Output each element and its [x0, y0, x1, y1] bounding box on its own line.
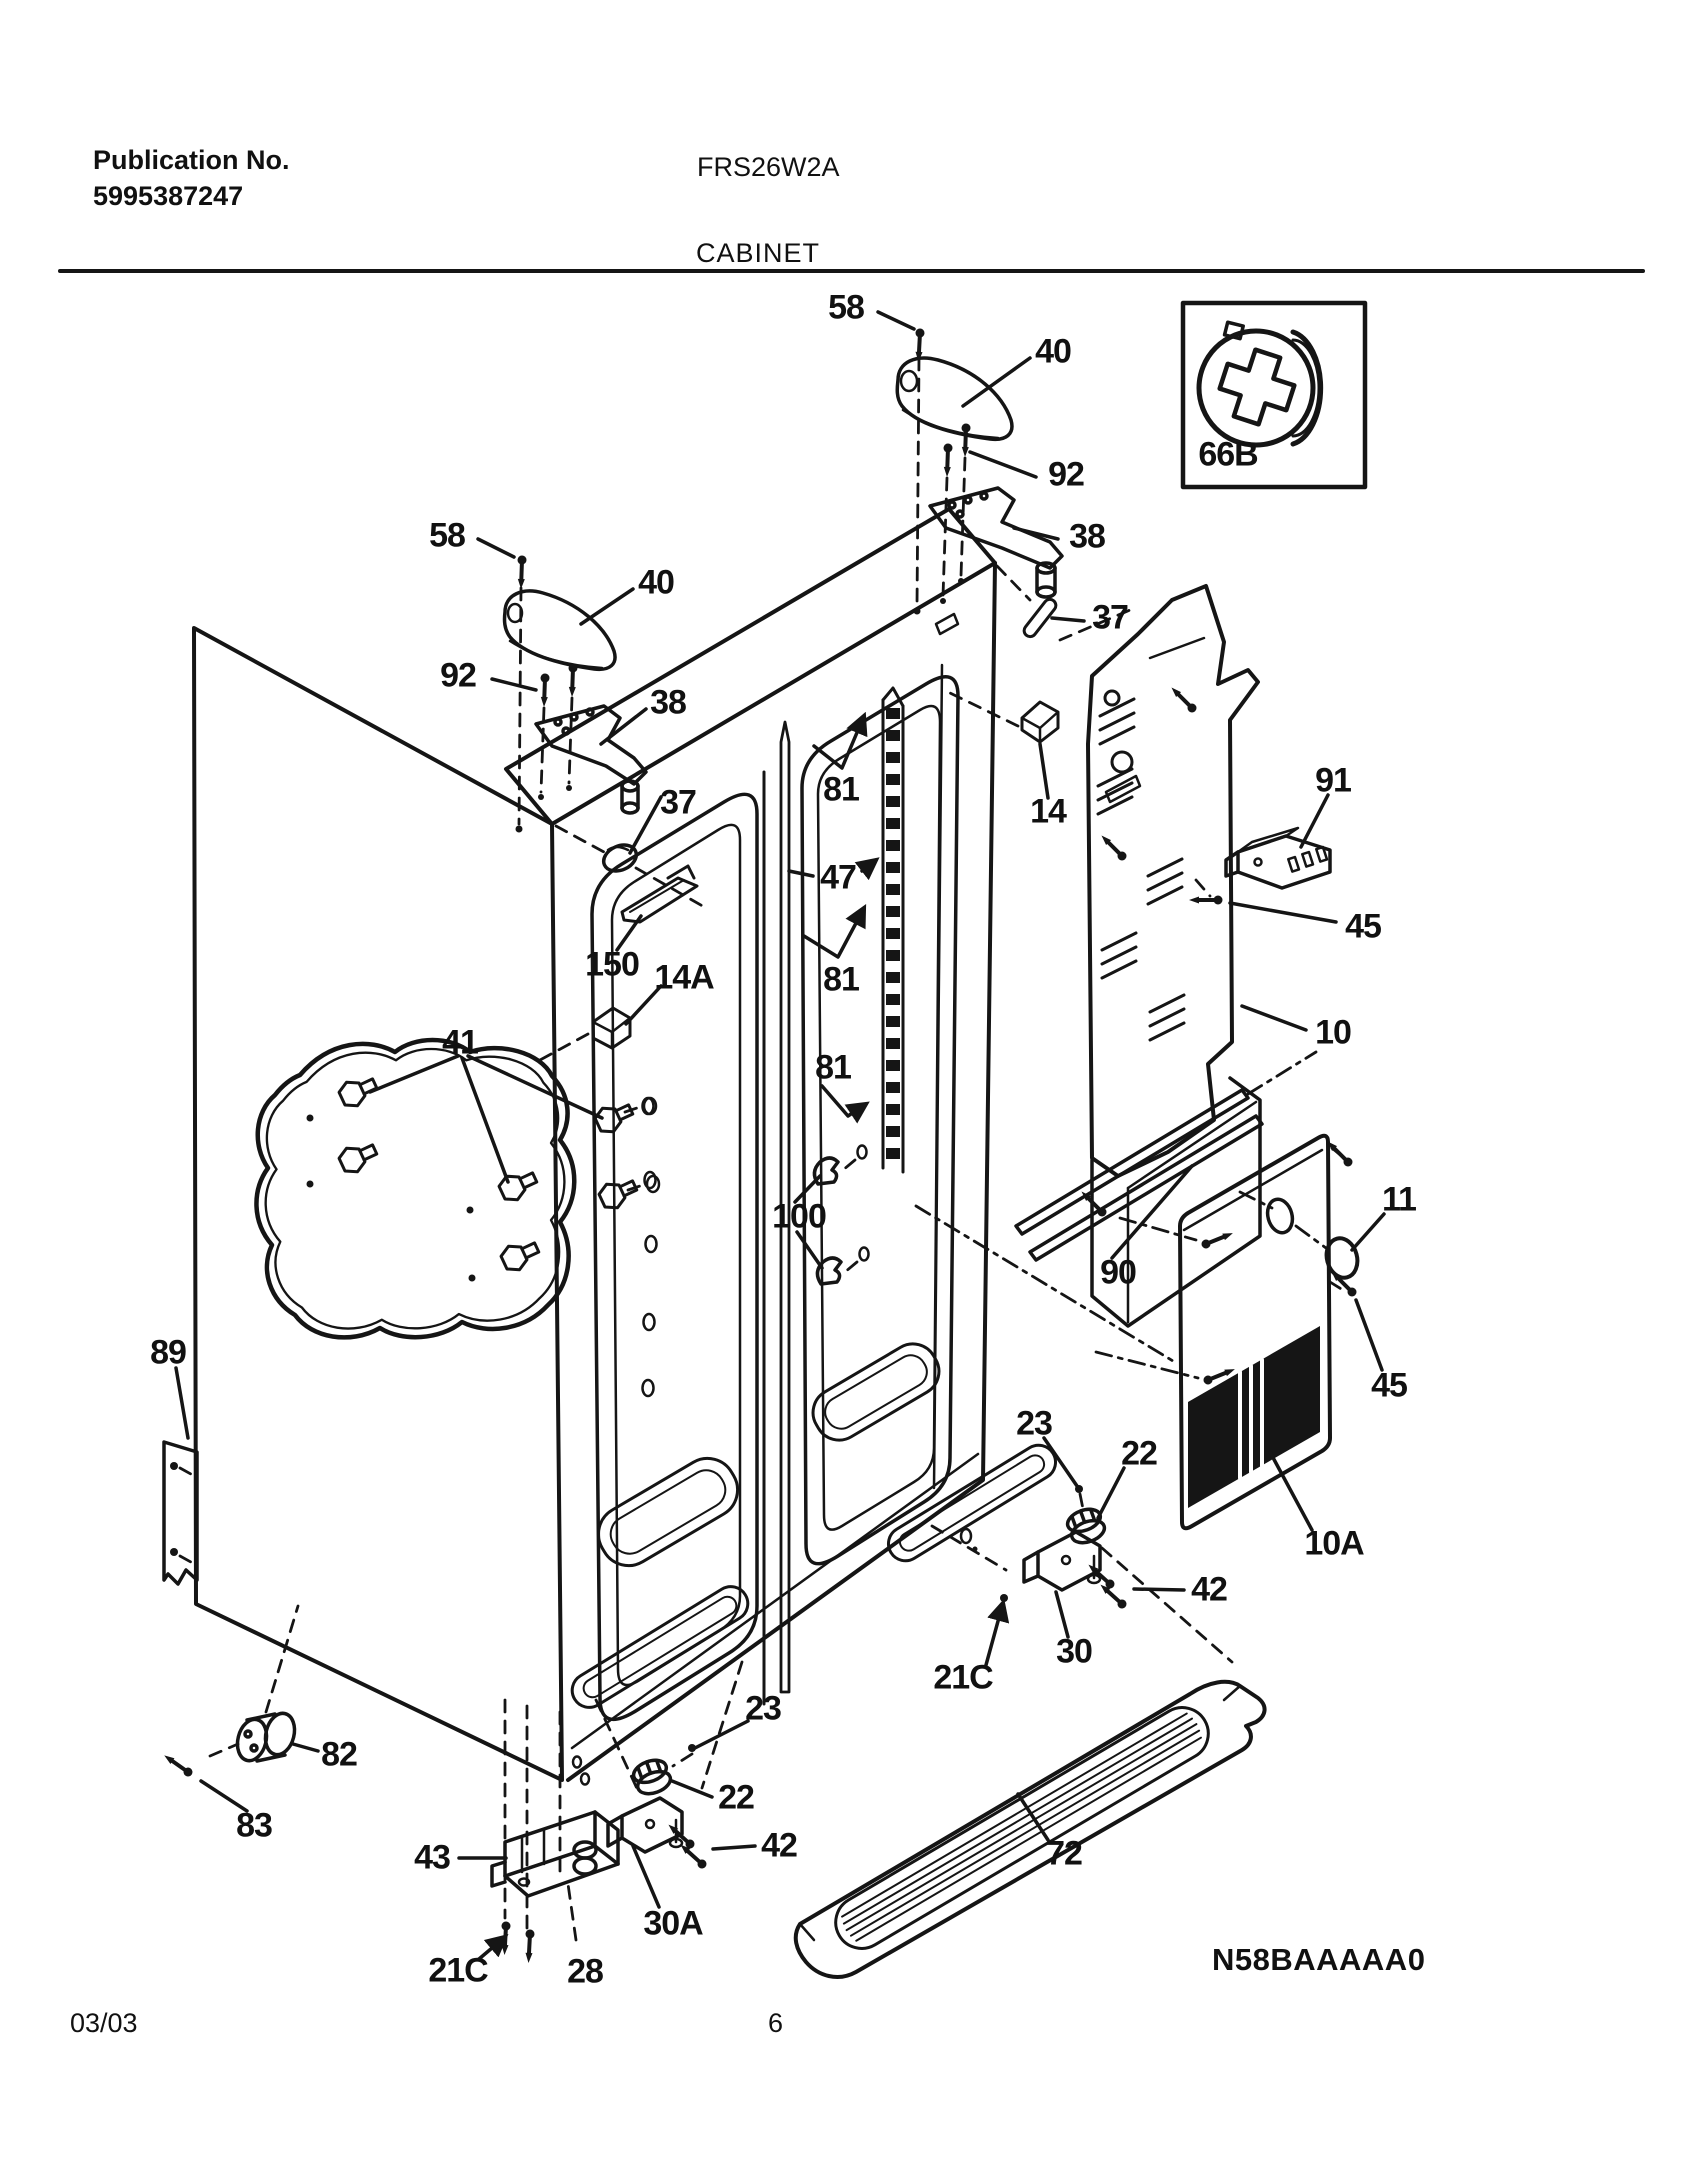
part-30a-bracket [606, 1744, 696, 1854]
part-91-bracket [1224, 826, 1332, 890]
part-38-hinge-left [534, 704, 648, 815]
part-10a-cover [1178, 1133, 1360, 1531]
callout-72: 72 [1046, 1834, 1083, 1873]
callout-89: 89 [150, 1333, 187, 1372]
screw-92-left-a [539, 673, 549, 707]
callout-150: 150 [585, 945, 640, 984]
callout-43: 43 [414, 1838, 451, 1877]
screw-92-left-b [567, 663, 577, 697]
part-30-bracket [1022, 1485, 1110, 1592]
callout-38-right: 38 [1069, 517, 1106, 556]
callout-81-bottom: 81 [815, 1048, 852, 1087]
screw-92-right-a [942, 443, 952, 477]
callout-14a: 14A [654, 958, 714, 997]
callout-30: 30 [1056, 1632, 1093, 1671]
callout-21c-left: 21C [428, 1951, 488, 1990]
screw-58-left [516, 555, 526, 589]
callout-23-left: 23 [745, 1689, 782, 1728]
screw-duct-mid [1098, 832, 1128, 862]
part-38-hinge-right [928, 486, 1064, 599]
publication-number: 5995387247 [93, 181, 244, 211]
callout-21c-right: 21C [933, 1658, 993, 1697]
part-40-hinge-cover-right [895, 356, 1014, 442]
part-37-grommet-left [601, 843, 639, 873]
publication-label: Publication No. [93, 145, 290, 175]
inset-66b-grommet [1180, 300, 1368, 490]
section-title: CABINET [695, 238, 821, 268]
part-41-insulation-pad [254, 1037, 661, 1340]
callout-66b: 66B [1198, 435, 1258, 474]
screw-28 [524, 1929, 535, 1963]
callout-92-right: 92 [1048, 455, 1085, 494]
callout-42-right: 42 [1191, 1570, 1228, 1609]
projection-lines [178, 356, 1348, 1942]
callout-42-left: 42 [761, 1826, 798, 1865]
callout-100: 100 [772, 1197, 827, 1236]
callout-41: 41 [442, 1023, 479, 1062]
callout-91: 91 [1315, 761, 1352, 800]
part-82-roller [235, 1711, 297, 1763]
part-14-clip [1020, 700, 1060, 744]
model-number: FRS26W2A [697, 152, 840, 182]
callout-45-bottom: 45 [1371, 1366, 1408, 1405]
part-89-plate [162, 1440, 199, 1586]
callout-22-right: 22 [1121, 1434, 1158, 1473]
callout-10: 10 [1315, 1013, 1352, 1052]
callout-83: 83 [236, 1806, 273, 1845]
part-37-hinge-pin-right [1022, 597, 1058, 639]
part-43-bracket [490, 1810, 620, 1898]
diagram-code: N58BAAAAA0 [1212, 1942, 1426, 1977]
callout-leaders [174, 310, 1386, 1961]
screw-21c-right [1000, 1594, 1008, 1602]
part-14a-clip [591, 1006, 632, 1050]
callout-82: 82 [321, 1735, 358, 1774]
footer-date: 03/03 [70, 2008, 138, 2038]
callout-92-left: 92 [440, 656, 477, 695]
callout-90: 90 [1100, 1253, 1137, 1292]
part-90-rails [1014, 1088, 1264, 1262]
publication-block: Publication No. 5995387247 [93, 142, 290, 214]
callout-81-top: 81 [823, 770, 860, 809]
callout-37-right: 37 [1092, 598, 1129, 637]
callout-58-right: 58 [828, 288, 865, 327]
callout-23-right: 23 [1016, 1404, 1053, 1443]
footer-page-number: 6 [768, 2008, 784, 2038]
callout-37-left: 37 [660, 783, 697, 822]
screw-panel-left-a [1198, 1226, 1237, 1252]
callout-22-left: 22 [718, 1778, 755, 1817]
part-10-air-duct [1086, 584, 1262, 1328]
callout-30a: 30A [643, 1904, 703, 1943]
part-47-center-rail [779, 720, 791, 1694]
part-72-toe-grille [793, 1679, 1267, 1979]
callout-28: 28 [567, 1952, 604, 1991]
part-83-screw [159, 1749, 197, 1781]
door-openings [590, 612, 960, 1722]
callout-58-left: 58 [429, 516, 466, 555]
part-150-bracket [620, 864, 699, 924]
screw-45-top [1187, 893, 1225, 907]
callout-40-left: 40 [638, 563, 675, 602]
screw-duct-top [1168, 684, 1198, 714]
callout-81-mid: 81 [823, 960, 860, 999]
callout-14: 14 [1030, 792, 1067, 831]
callout-47: 47 [820, 858, 857, 897]
callout-38-left: 38 [650, 683, 687, 722]
callout-45-top: 45 [1345, 907, 1382, 946]
part-81-retainer-strip [881, 686, 905, 1174]
callout-11: 11 [1382, 1180, 1417, 1219]
callout-10a: 10A [1304, 1524, 1364, 1563]
callout-40-right: 40 [1035, 332, 1072, 371]
